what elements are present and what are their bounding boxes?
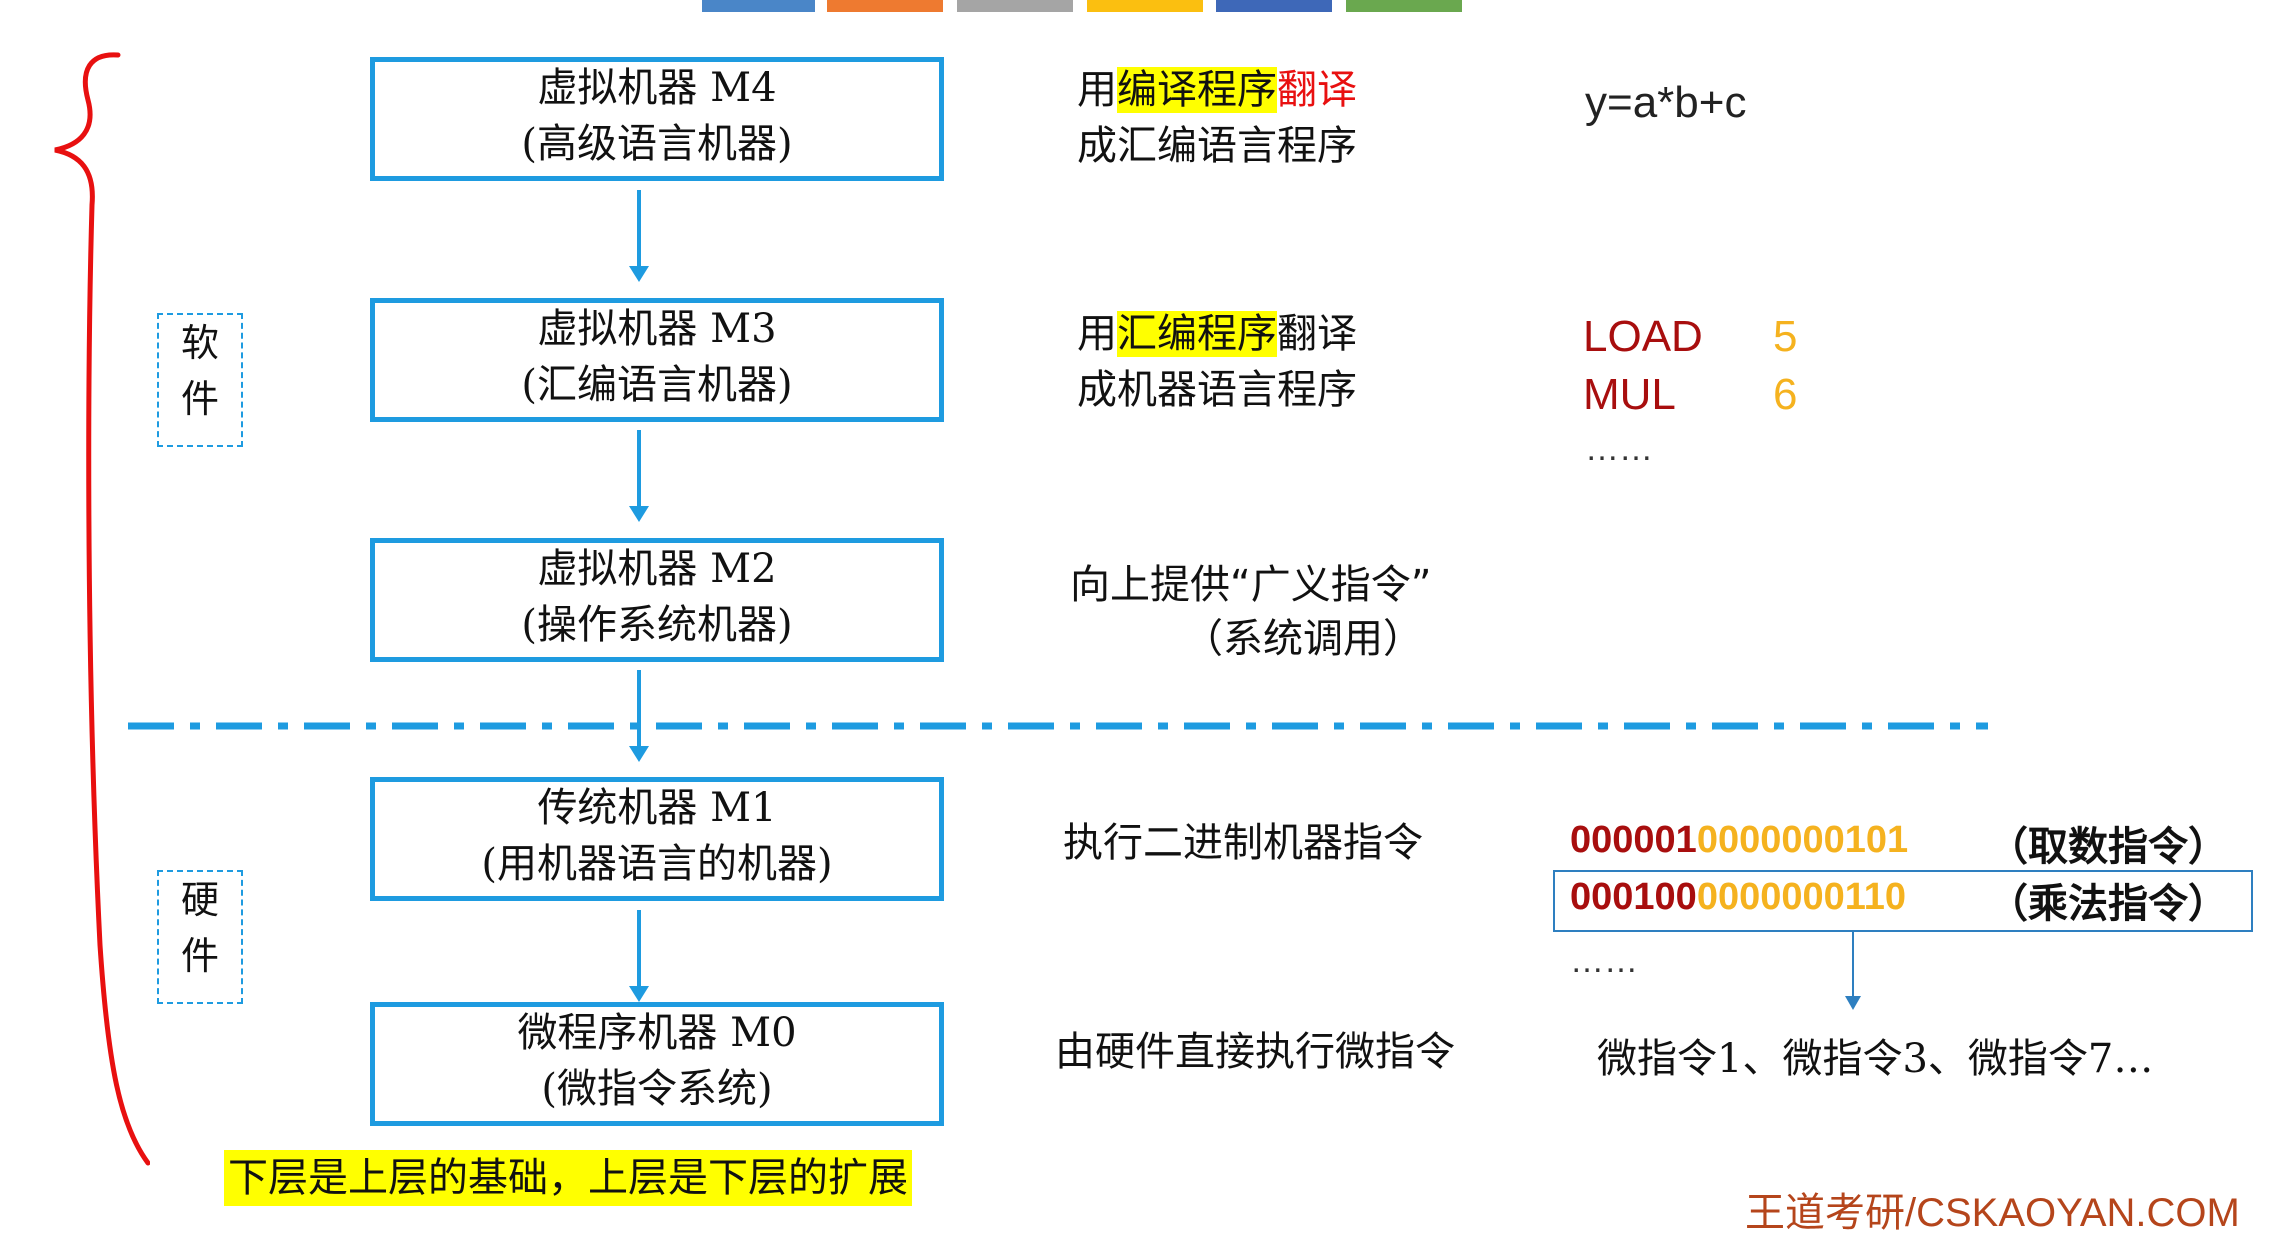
machine-box-m0: 微程序机器 M0 (微指令系统)	[370, 1002, 944, 1126]
binary-1-opcode: 000001	[1570, 819, 1697, 861]
top-color-strip-1	[702, 0, 815, 12]
arrow-m3-m2-head	[629, 506, 649, 522]
desc-m0: 由硬件直接执行微指令	[1055, 1029, 1455, 1075]
micro-arrow-line	[1852, 932, 1854, 997]
software-tag-char-2: 件	[180, 377, 219, 421]
binary-2-note: （乘法指令）	[1988, 881, 2228, 927]
hardware-tag-char-1: 硬	[180, 878, 219, 922]
binary-1-operand: 0000000101	[1696, 819, 1909, 861]
desc-m2-line2: （系统调用）	[1183, 616, 1423, 662]
desc-m4-red: 翻译	[1277, 67, 1357, 113]
red-brace-icon	[54, 52, 150, 1166]
machine-m0-subtitle: (微指令系统)	[541, 1066, 773, 1112]
top-color-strip-2	[827, 0, 943, 12]
desc-m3-tail: 翻译	[1277, 311, 1357, 357]
micro-arrow-head	[1845, 996, 1861, 1010]
footer-note: 下层是上层的基础，上层是下层的扩展	[224, 1150, 912, 1206]
asm-arg-load: 5	[1773, 312, 1798, 361]
desc-m3-prefix: 用	[1077, 311, 1117, 357]
machine-m2-title: 虚拟机器 M2	[537, 546, 777, 592]
machine-box-m4: 虚拟机器 M4 (高级语言机器)	[370, 57, 944, 181]
arrow-m1-m0-line	[637, 910, 641, 986]
arrow-m4-m3-head	[629, 266, 649, 282]
desc-m1: 执行二进制机器指令	[1063, 820, 1423, 866]
machine-m3-subtitle: (汇编语言机器)	[521, 362, 793, 408]
machine-m0-title: 微程序机器 M0	[517, 1010, 797, 1056]
software-hardware-divider	[128, 722, 1988, 730]
desc-m4-line1: 用编译程序翻译	[1077, 63, 1357, 117]
arrow-m4-m3-line	[637, 190, 641, 266]
asm-ellipsis: ……	[1585, 430, 1653, 468]
desc-m4-prefix: 用	[1077, 67, 1117, 113]
arrow-m3-m2-line	[637, 430, 641, 506]
desc-m3-line1: 用汇编程序翻译	[1077, 307, 1357, 361]
binary-2-operand: 0000000110	[1696, 876, 1907, 918]
machine-m4-subtitle: (高级语言机器)	[521, 121, 793, 167]
micro-instruction-example: 微指令1、微指令3、微指令7…	[1597, 1036, 2154, 1082]
top-color-strip-6	[1346, 0, 1462, 12]
binary-2-opcode: 000100	[1570, 876, 1697, 918]
binary-ellipsis: ……	[1570, 942, 1638, 980]
arrow-m1-m0-head	[629, 986, 649, 1002]
arrow-m2-m1-head	[629, 746, 649, 762]
machine-m3-title: 虚拟机器 M3	[537, 306, 777, 352]
binary-1-note: （取数指令）	[1988, 824, 2228, 870]
machine-box-m3: 虚拟机器 M3 (汇编语言机器)	[370, 298, 944, 422]
software-tag-char-1: 软	[180, 321, 219, 365]
asm-arg-mul: 6	[1773, 370, 1798, 419]
desc-m2-line1: 向上提供“广义指令”	[1070, 562, 1432, 608]
software-tag: 软 件	[157, 313, 243, 447]
machine-m1-subtitle: (用机器语言的机器)	[481, 841, 833, 887]
machine-box-m2: 虚拟机器 M2 (操作系统机器)	[370, 538, 944, 662]
asm-op-mul: MUL	[1583, 370, 1676, 419]
hardware-tag: 硬 件	[157, 870, 243, 1004]
desc-m4-highlight: 编译程序	[1117, 67, 1277, 113]
expression-example: y=a*b+c	[1585, 78, 1747, 127]
machine-box-m1: 传统机器 M1 (用机器语言的机器)	[370, 777, 944, 901]
hardware-tag-char-2: 件	[180, 934, 219, 978]
binary-instruction-1: 0000010000000101	[1570, 819, 1908, 862]
asm-op-load: LOAD	[1583, 312, 1703, 361]
top-color-strip-4	[1087, 0, 1203, 12]
top-color-strip-3	[957, 0, 1073, 12]
desc-m3-highlight: 汇编程序	[1117, 311, 1277, 357]
top-color-strip-5	[1216, 0, 1332, 12]
machine-m2-subtitle: (操作系统机器)	[521, 602, 793, 648]
desc-m3-line2: 成机器语言程序	[1077, 367, 1357, 413]
arrow-m2-m1-line	[637, 670, 641, 746]
desc-m4-line2: 成汇编语言程序	[1077, 123, 1357, 169]
binary-2-highlight-box	[1553, 870, 2253, 932]
machine-m1-title: 传统机器 M1	[537, 785, 777, 831]
binary-instruction-2: 0001000000000110	[1570, 876, 1906, 919]
watermark: 王道考研/CSKAOYAN.COM	[1745, 1191, 2240, 1235]
machine-m4-title: 虚拟机器 M4	[537, 65, 777, 111]
